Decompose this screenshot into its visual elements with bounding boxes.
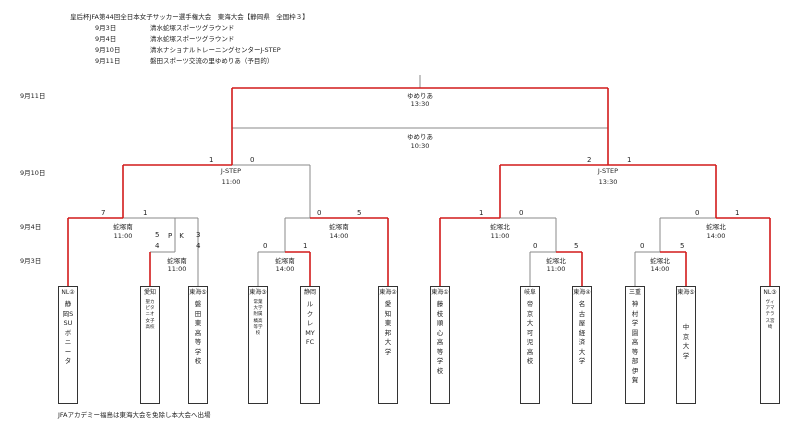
match-final-time: 13:30 (410, 100, 430, 108)
team-name: 藤枝順心高等学校 (436, 300, 444, 375)
match-m7-time: 11:00 (490, 232, 510, 240)
score-m2-r: 1 (303, 242, 308, 250)
schedule-venue-4: 磐田スポーツ交流の里ゆめりあ（予目的） (150, 57, 274, 65)
score-m6-r: 5 (357, 209, 362, 217)
team-name: 常葉大学附属橘高等学校 (253, 300, 263, 337)
team-seed: 岐阜 (523, 289, 536, 296)
team-name: 神村学園高等部伊賀 (631, 300, 639, 384)
score-m2-l: 0 (263, 242, 268, 250)
team-box-tokai4: 東海④ 名古屋経済大学 (572, 286, 592, 404)
tournament-title: 皇后杯JFA第44回全日本女子サッカー選手権大会 東海大会【静岡県 全国枠３】 (70, 13, 309, 21)
team-name: 聖カピタニオ女子高校 (145, 300, 155, 330)
score-m4-r: 5 (680, 242, 685, 250)
score-m4-l: 0 (640, 242, 645, 250)
score-m3-l: 0 (533, 242, 538, 250)
score-semi-right-l: 2 (587, 156, 592, 164)
match-m4-venue: 蛇塚北 (650, 257, 670, 265)
match-m8-time: 14:00 (706, 232, 726, 240)
round-date-second: 9月4日 (20, 223, 42, 231)
team-seed: 東海⑤ (189, 289, 207, 296)
score-semi-left-l: 1 (209, 156, 214, 164)
team-box-tokai5-left: 東海⑤ 磐田東高等学校 (188, 286, 208, 404)
team-box-tokai5-right: 東海⑤ 中京大学 (676, 286, 696, 404)
score-semi-left-r: 0 (250, 156, 255, 164)
team-seed: 愛知 (143, 289, 156, 296)
match-m1-time: 11:00 (167, 265, 187, 273)
team-name: 帝京大可児高校 (526, 300, 534, 365)
match-m2-venue: 蛇塚南 (275, 257, 295, 265)
match-m8-venue: 蛇塚北 (706, 223, 726, 231)
team-box-tokai2: 東海② 愛知東邦大学 (378, 286, 398, 404)
round-date-first: 9月3日 (20, 257, 42, 265)
match-m7-venue: 蛇塚北 (490, 223, 510, 231)
team-seed: NL③ (763, 289, 777, 296)
team-name: 磐田東高等学校 (194, 300, 202, 365)
score-semi-right-r: 1 (627, 156, 632, 164)
match-m4-time: 14:00 (650, 265, 670, 273)
team-box-gifu: 岐阜 帝京大可児高校 (520, 286, 540, 404)
match-semi-right-time: 13:30 (598, 178, 618, 186)
schedule-venue-1: 清水蛇塚スポーツグラウンド (150, 24, 235, 32)
match-3rd-venue: ゆめりあ (407, 133, 433, 141)
score-m1-l: 5 (155, 231, 160, 239)
team-seed: 東海② (379, 289, 397, 296)
team-name: 名古屋経済大学 (578, 300, 586, 365)
match-m3-time: 11:00 (546, 265, 566, 273)
score-m8-l: 0 (695, 209, 700, 217)
match-m5-venue: 蛇塚南 (113, 223, 133, 231)
match-m1-venue: 蛇塚南 (167, 257, 187, 265)
schedule-date-2: 9月4日 (95, 35, 117, 43)
score-m5-l: 7 (101, 209, 106, 217)
team-name: 静岡SSUボニータ (62, 300, 74, 365)
team-box-tokai3: 東海③ 常葉大学附属橘高等学校 (248, 286, 268, 404)
match-final-venue: ゆめりあ (407, 92, 433, 100)
score-m7-l: 1 (479, 209, 484, 217)
team-seed: 東海③ (249, 289, 267, 296)
schedule-date-3: 9月10日 (95, 46, 121, 54)
score-m1-pk-l: 4 (155, 242, 160, 250)
schedule-venue-2: 清水蛇塚スポーツグラウンド (150, 35, 235, 43)
match-m6-time: 14:00 (329, 232, 349, 240)
score-m6-l: 0 (317, 209, 322, 217)
match-m6-venue: 蛇塚南 (329, 223, 349, 231)
score-m1-pk-label: P K (168, 232, 184, 240)
team-box-tokai1: 東海① 藤枝順心高等学校 (430, 286, 450, 404)
team-box-nl2: NL② 静岡SSUボニータ (58, 286, 78, 404)
match-semi-left-venue: J-STEP (220, 167, 242, 175)
team-box-aichi: 愛知 聖カピタニオ女子高校 (140, 286, 160, 404)
team-seed: 東海④ (573, 289, 591, 296)
match-3rd-time: 10:30 (410, 142, 430, 150)
match-m3-venue: 蛇塚北 (546, 257, 566, 265)
score-m5-r: 1 (143, 209, 148, 217)
score-m8-r: 1 (735, 209, 740, 217)
score-m3-r: 5 (574, 242, 579, 250)
schedule-venue-3: 清水ナショナルトレーニングセンターJ-STEP (150, 46, 281, 54)
team-name: ヴィアマテラス宮崎 (765, 300, 775, 330)
team-box-mie: 三重 神村学園高等部伊賀 (625, 286, 645, 404)
round-date-semifinal: 9月10日 (20, 169, 46, 177)
schedule-date-4: 9月11日 (95, 57, 121, 65)
team-name: ルクレMYFC (305, 300, 315, 346)
team-seed: 東海⑤ (677, 289, 695, 296)
score-m1-pk-r: 4 (196, 242, 201, 250)
team-seed: 東海① (431, 289, 449, 296)
team-seed: 静岡 (303, 289, 316, 296)
team-seed: 三重 (628, 289, 641, 296)
schedule-date-1: 9月3日 (95, 24, 117, 32)
match-m5-time: 11:00 (113, 232, 133, 240)
footer-note: JFAアカデミー福島は東海大会を免除し本大会へ出場 (58, 411, 211, 419)
team-box-shizuoka: 静岡 ルクレMYFC (300, 286, 320, 404)
team-box-nl3: NL③ ヴィアマテラス宮崎 (760, 286, 780, 404)
team-seed: NL② (61, 289, 75, 296)
bracket-win-lines (67, 87, 771, 286)
team-name: 愛知東邦大学 (384, 300, 392, 356)
score-m1-r: 3 (196, 231, 201, 239)
match-m2-time: 14:00 (275, 265, 295, 273)
match-semi-right-venue: J-STEP (597, 167, 619, 175)
round-date-final: 9月11日 (20, 92, 46, 100)
match-semi-left-time: 11:00 (221, 178, 241, 186)
score-m7-r: 0 (519, 209, 524, 217)
team-name: 中京大学 (682, 323, 690, 360)
